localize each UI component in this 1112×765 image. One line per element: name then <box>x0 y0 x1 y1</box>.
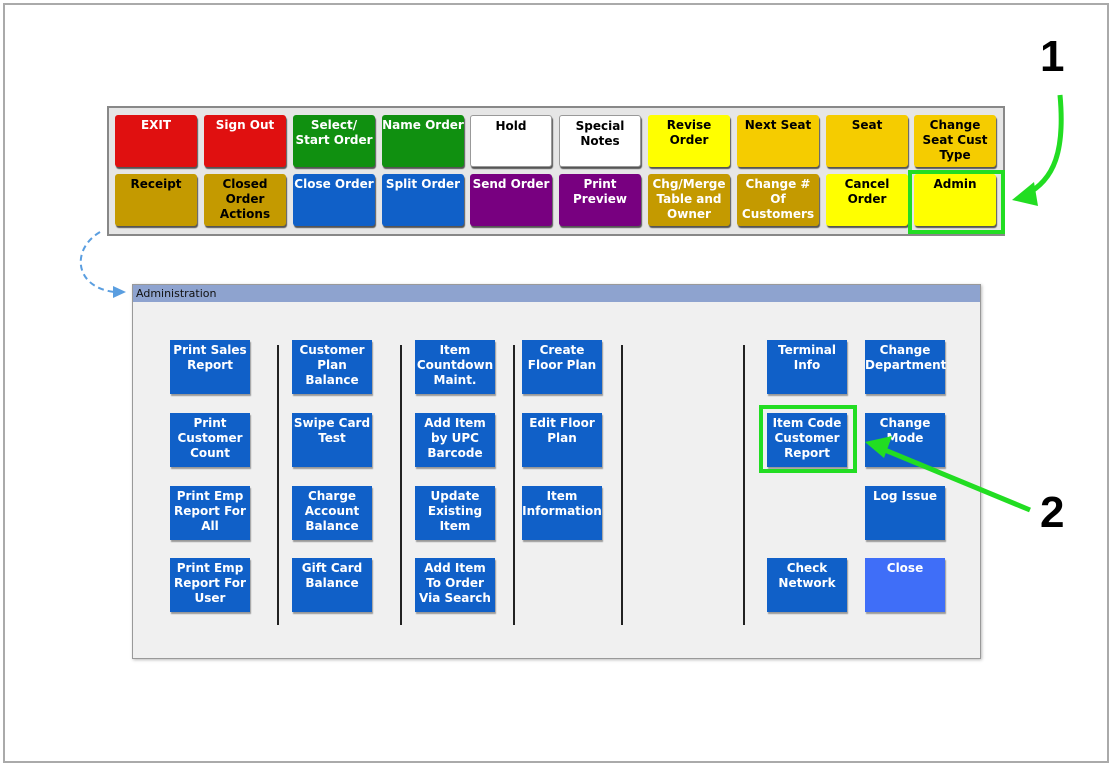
admin-button-check-network[interactable]: Check Network <box>767 558 847 612</box>
toolbar-button-select-start-order[interactable]: Select/ Start Order <box>293 115 375 167</box>
divider <box>621 345 623 625</box>
admin-highlight <box>908 170 1005 234</box>
toolbar-button-change-of-customers[interactable]: Change # Of Customers <box>737 174 819 226</box>
divider <box>743 345 745 625</box>
arrow-2-head <box>865 436 892 458</box>
toolbar-button-exit[interactable]: EXIT <box>115 115 197 167</box>
callout-2: 2 <box>1040 488 1065 537</box>
divider <box>277 345 279 625</box>
admin-button-print-customer-count[interactable]: Print Customer Count <box>170 413 250 467</box>
divider <box>400 345 402 625</box>
callout-1: 1 <box>1040 32 1065 81</box>
toolbar-button-receipt[interactable]: Receipt <box>115 174 197 226</box>
admin-button-add-item-to-order-via-search[interactable]: Add Item To Order Via Search <box>415 558 495 612</box>
admin-button-gift-card-balance[interactable]: Gift Card Balance <box>292 558 372 612</box>
admin-button-change-department[interactable]: Change Department <box>865 340 946 394</box>
outer-frame <box>3 3 1109 763</box>
toolbar-button-name-order[interactable]: Name Order <box>382 115 464 167</box>
admin-button-update-existing-item[interactable]: Update Existing Item <box>415 486 495 540</box>
admin-button-print-emp-report-for-user[interactable]: Print Emp Report For User <box>170 558 250 612</box>
admin-button-print-sales-report[interactable]: Print Sales Report <box>170 340 250 394</box>
toolbar-button-hold[interactable]: Hold <box>470 115 552 167</box>
divider <box>513 345 515 625</box>
toolbar-button-close-order[interactable]: Close Order <box>293 174 375 226</box>
toolbar-button-change-seat-cust-type[interactable]: Change Seat Cust Type <box>914 115 996 167</box>
arrow-1 <box>1023 94 1064 198</box>
toolbar-button-cancel-order[interactable]: Cancel Order <box>826 174 908 226</box>
toolbar-button-sign-out[interactable]: Sign Out <box>204 115 286 167</box>
window-title: Administration <box>133 285 980 302</box>
admin-button-charge-account-balance[interactable]: Charge Account Balance <box>292 486 372 540</box>
admin-button-swipe-card-test[interactable]: Swipe Card Test <box>292 413 372 467</box>
arrow-2 <box>879 445 1031 513</box>
admin-button-item-countdown-maint[interactable]: Item Countdown Maint. <box>415 340 495 394</box>
toolbar-button-split-order[interactable]: Split Order <box>382 174 464 226</box>
toolbar-button-seat[interactable]: Seat <box>826 115 908 167</box>
admin-button-close[interactable]: Close <box>865 558 945 612</box>
admin-button-create-floor-plan[interactable]: Create Floor Plan <box>522 340 602 394</box>
dashed-arrow-head <box>113 286 126 298</box>
dashed-flow-arrow <box>79 231 116 293</box>
toolbar-button-send-order[interactable]: Send Order <box>470 174 552 226</box>
toolbar-button-next-seat[interactable]: Next Seat <box>737 115 819 167</box>
admin-button-item-code-customer-report[interactable]: Item Code Customer Report <box>767 413 847 467</box>
admin-button-edit-floor-plan[interactable]: Edit Floor Plan <box>522 413 602 467</box>
toolbar-button-revise-order[interactable]: Revise Order <box>648 115 730 167</box>
toolbar-button-special-notes[interactable]: Special Notes <box>559 115 641 167</box>
item-code-highlight <box>759 405 857 473</box>
admin-button-print-emp-report-for-all[interactable]: Print Emp Report For All <box>170 486 250 540</box>
admin-button-log-issue[interactable]: Log Issue <box>865 486 945 540</box>
admin-button-customer-plan-balance[interactable]: Customer Plan Balance <box>292 340 372 394</box>
toolbar-button-closed-order-actions[interactable]: Closed Order Actions <box>204 174 286 226</box>
admin-button-item-information[interactable]: Item Information <box>522 486 602 540</box>
admin-button-terminal-info[interactable]: Terminal Info <box>767 340 847 394</box>
arrow-1-head <box>1012 182 1038 206</box>
toolbar-button-print-preview[interactable]: Print Preview <box>559 174 641 226</box>
toolbar-button-chg-merge-table-and-owner[interactable]: Chg/Merge Table and Owner <box>648 174 730 226</box>
admin-button-add-item-by-upc-barcode[interactable]: Add Item by UPC Barcode <box>415 413 495 467</box>
toolbar-button-admin[interactable]: Admin <box>914 174 996 226</box>
